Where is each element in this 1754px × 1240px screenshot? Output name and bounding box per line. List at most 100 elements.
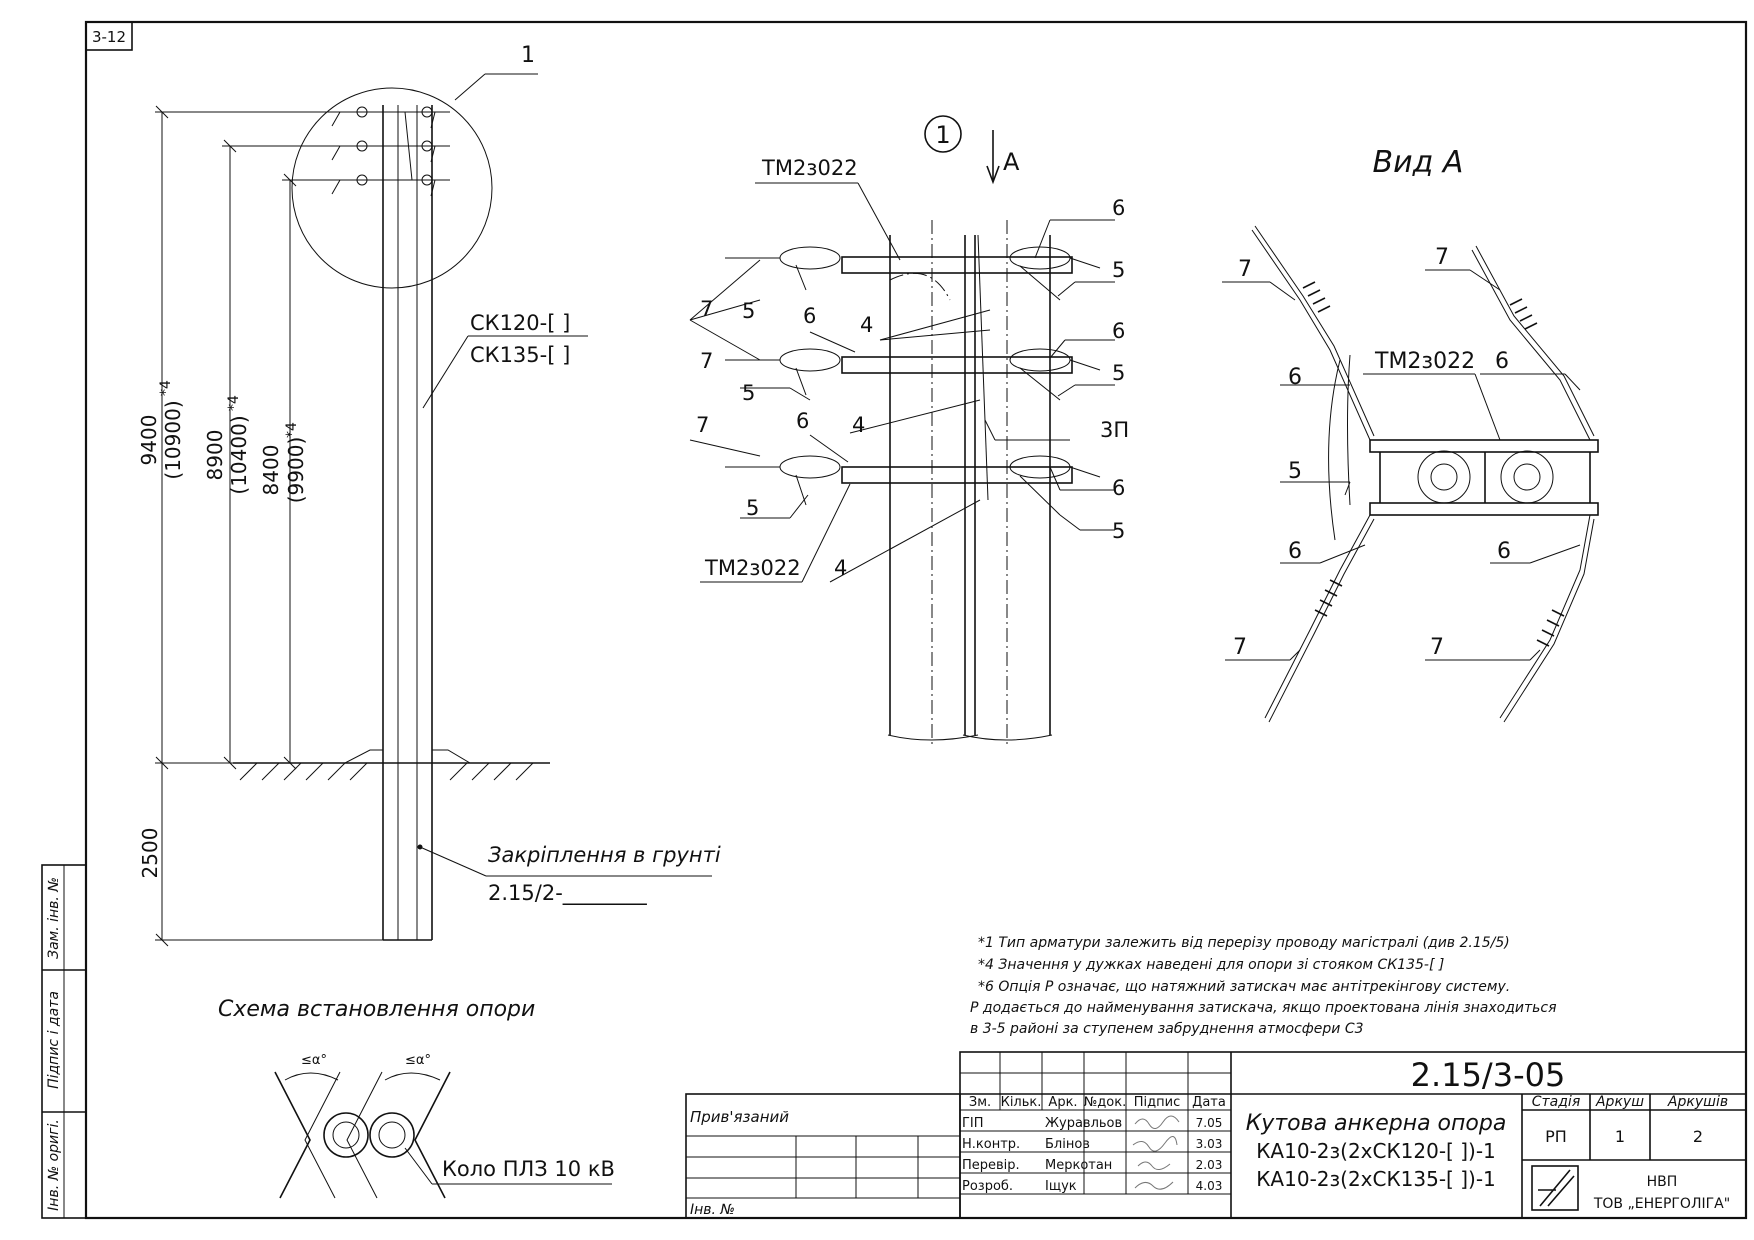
tb-doc-code: 2.15/3-05 bbox=[1411, 1056, 1566, 1094]
detail-label-0: ТМ2з022 bbox=[761, 156, 858, 180]
strip-inv: Інв. № оригі. bbox=[46, 1119, 62, 1211]
view-a-conductors bbox=[1251, 225, 1595, 723]
detail-label-4: 5 bbox=[742, 299, 755, 323]
detail-label-14: 6 bbox=[796, 409, 809, 433]
tb-stage: РП bbox=[1545, 1127, 1567, 1146]
tb-title-1: Кутова анкерна опора bbox=[1246, 1111, 1507, 1136]
left-side-strip: Зам. інв. № Підпис і дата Інв. № оригі. bbox=[41, 864, 87, 1219]
ground-hatching bbox=[239, 762, 534, 781]
dim-mid-alt: (10400) bbox=[227, 415, 251, 494]
tb-row2-role: Перевір. bbox=[962, 1158, 1020, 1173]
tb-row0-date: 7.05 bbox=[1196, 1116, 1223, 1130]
view-a-label-8: 7 bbox=[1233, 635, 1247, 660]
note-1: *1 Тип арматури залежить від перерізу пр… bbox=[978, 935, 1510, 951]
detail-label-12: 3П bbox=[1100, 418, 1129, 442]
tb-h-kilk: Кільк. bbox=[1001, 1095, 1042, 1110]
detail-label-6: 4 bbox=[860, 313, 873, 337]
view-a-insulator-strings bbox=[1302, 281, 1565, 647]
detail-1-marker bbox=[924, 115, 962, 153]
detail-label-3: 7 bbox=[700, 297, 713, 321]
scheme-angle-1: ≤α° bbox=[301, 1053, 327, 1068]
view-a-label-4: 6 bbox=[1495, 349, 1509, 374]
detail-callout-label: 1 bbox=[521, 43, 535, 68]
view-a-label-3: 6 bbox=[1288, 365, 1302, 390]
pole-label-sk120: СК120-[ ] bbox=[470, 311, 570, 335]
view-a-label-9: 7 bbox=[1430, 635, 1444, 660]
note-4: Р додається до найменування затискача, я… bbox=[970, 1000, 1557, 1016]
tb-row3-role: Розроб. bbox=[962, 1179, 1013, 1194]
view-a-label-7: 6 bbox=[1497, 539, 1511, 564]
tb-stage-header: Стадія bbox=[1532, 1094, 1581, 1110]
detail-leaders bbox=[689, 182, 1115, 583]
title-block: Прив'язаний Інв. № 2.15/3-05 Зм. Кільк. … bbox=[685, 1051, 1747, 1219]
sheet-frame bbox=[84, 20, 1748, 1220]
tb-h-zm: Зм. bbox=[969, 1095, 991, 1110]
strip-pidpys: Підпис і дата bbox=[46, 991, 62, 1089]
dim-total-note: *4 bbox=[158, 380, 174, 396]
view-a-frame bbox=[1369, 439, 1599, 516]
scheme-title: Схема встановлення опори bbox=[218, 997, 535, 1022]
detail-label-7: 6 bbox=[1112, 319, 1125, 343]
detail-label-17: 5 bbox=[1112, 519, 1125, 543]
view-arrow-label: А bbox=[1003, 148, 1020, 176]
detail-label-16: 5 bbox=[746, 496, 759, 520]
dim-mid-note: *4 bbox=[226, 395, 242, 411]
tb-h-ndok: №док. bbox=[1084, 1095, 1126, 1110]
fixing-label: Закріплення в грунті bbox=[488, 843, 721, 867]
view-a-label-0: 7 bbox=[1238, 257, 1252, 282]
note-5: в 3-5 районі за ступенем забруднення атм… bbox=[970, 1021, 1364, 1037]
tb-row3-name: Іщук bbox=[1045, 1179, 1077, 1194]
tb-row1-date: 3.03 bbox=[1196, 1137, 1223, 1151]
tb-h-pidpys: Підпис bbox=[1134, 1095, 1180, 1110]
detail-label-2: 5 bbox=[1112, 258, 1125, 282]
tb-row2-date: 2.03 bbox=[1196, 1158, 1223, 1172]
note-2: *4 Значення у дужках наведені для опори … bbox=[978, 957, 1444, 973]
tb-sheet-header: Аркуш bbox=[1595, 1094, 1644, 1110]
detail-insulators bbox=[725, 246, 1101, 516]
tb-sheet: 1 bbox=[1615, 1127, 1625, 1146]
company-logo-icon bbox=[1531, 1165, 1579, 1211]
detail-label-19: 4 bbox=[834, 556, 847, 580]
note-3: *6 Опція Р означає, що натяжний затискач… bbox=[978, 979, 1510, 995]
detail-crossarms bbox=[841, 256, 1073, 484]
tb-sheets-header: Аркушів bbox=[1667, 1094, 1728, 1110]
detail-1-number: 1 bbox=[935, 121, 950, 149]
tb-h-ark: Арк. bbox=[1048, 1095, 1077, 1110]
detail-label-18: ТМ2з022 bbox=[704, 556, 801, 580]
scheme-angle-2: ≤α° bbox=[405, 1053, 431, 1068]
tb-company-2: ТОВ „ЕНЕРГОЛІГА" bbox=[1593, 1196, 1730, 1212]
dim-low-note: *4 bbox=[284, 422, 300, 438]
detail-label-11: 4 bbox=[852, 413, 865, 437]
tb-row1-name: Блінов bbox=[1045, 1137, 1090, 1152]
installation-scheme: Схема встановлення опори ≤α° ≤α° Коло ПЛ… bbox=[218, 997, 615, 1199]
tb-row1-role: Н.контр. bbox=[962, 1137, 1020, 1152]
view-a-poles bbox=[1417, 450, 1554, 504]
dimension-lines bbox=[155, 105, 383, 947]
dim-low: 8400 bbox=[259, 445, 283, 496]
view-a-label-6: 6 bbox=[1288, 539, 1302, 564]
dim-ground: 2500 bbox=[138, 828, 162, 879]
view-a-label-5: 5 bbox=[1288, 459, 1302, 484]
strip-zam-inv: Зам. інв. № bbox=[46, 877, 62, 959]
tb-h-data: Дата bbox=[1192, 1095, 1226, 1110]
view-a-leaders bbox=[1222, 269, 1581, 661]
tb-pryviazanyi: Прив'язаний bbox=[690, 1108, 789, 1126]
detail-label-10: 5 bbox=[742, 381, 755, 405]
detail-label-15: 6 bbox=[1112, 476, 1125, 500]
tb-row0-role: ГІП bbox=[962, 1116, 984, 1131]
detail-label-8: 5 bbox=[1112, 361, 1125, 385]
detail-label-13: 7 bbox=[696, 413, 709, 437]
detail-label-5: 6 bbox=[803, 304, 816, 328]
view-a-label-2: ТМ2з022 bbox=[1374, 349, 1475, 374]
detail-view-1: 1 А bbox=[689, 115, 1129, 745]
tb-inv-no: Інв. № bbox=[690, 1202, 735, 1218]
view-a: Вид А bbox=[1222, 145, 1599, 723]
sheet-id-box bbox=[85, 21, 133, 51]
tb-row2-name: Меркотан bbox=[1045, 1158, 1112, 1173]
left-elevation-view: 1 bbox=[137, 43, 721, 947]
pole-label-sk135: СК135-[ ] bbox=[470, 343, 570, 367]
detail-circle bbox=[291, 87, 493, 289]
tb-title-2: КА10-2з(2хСК120-[ ])-1 bbox=[1256, 1139, 1496, 1163]
tb-signatures bbox=[1132, 1115, 1180, 1190]
